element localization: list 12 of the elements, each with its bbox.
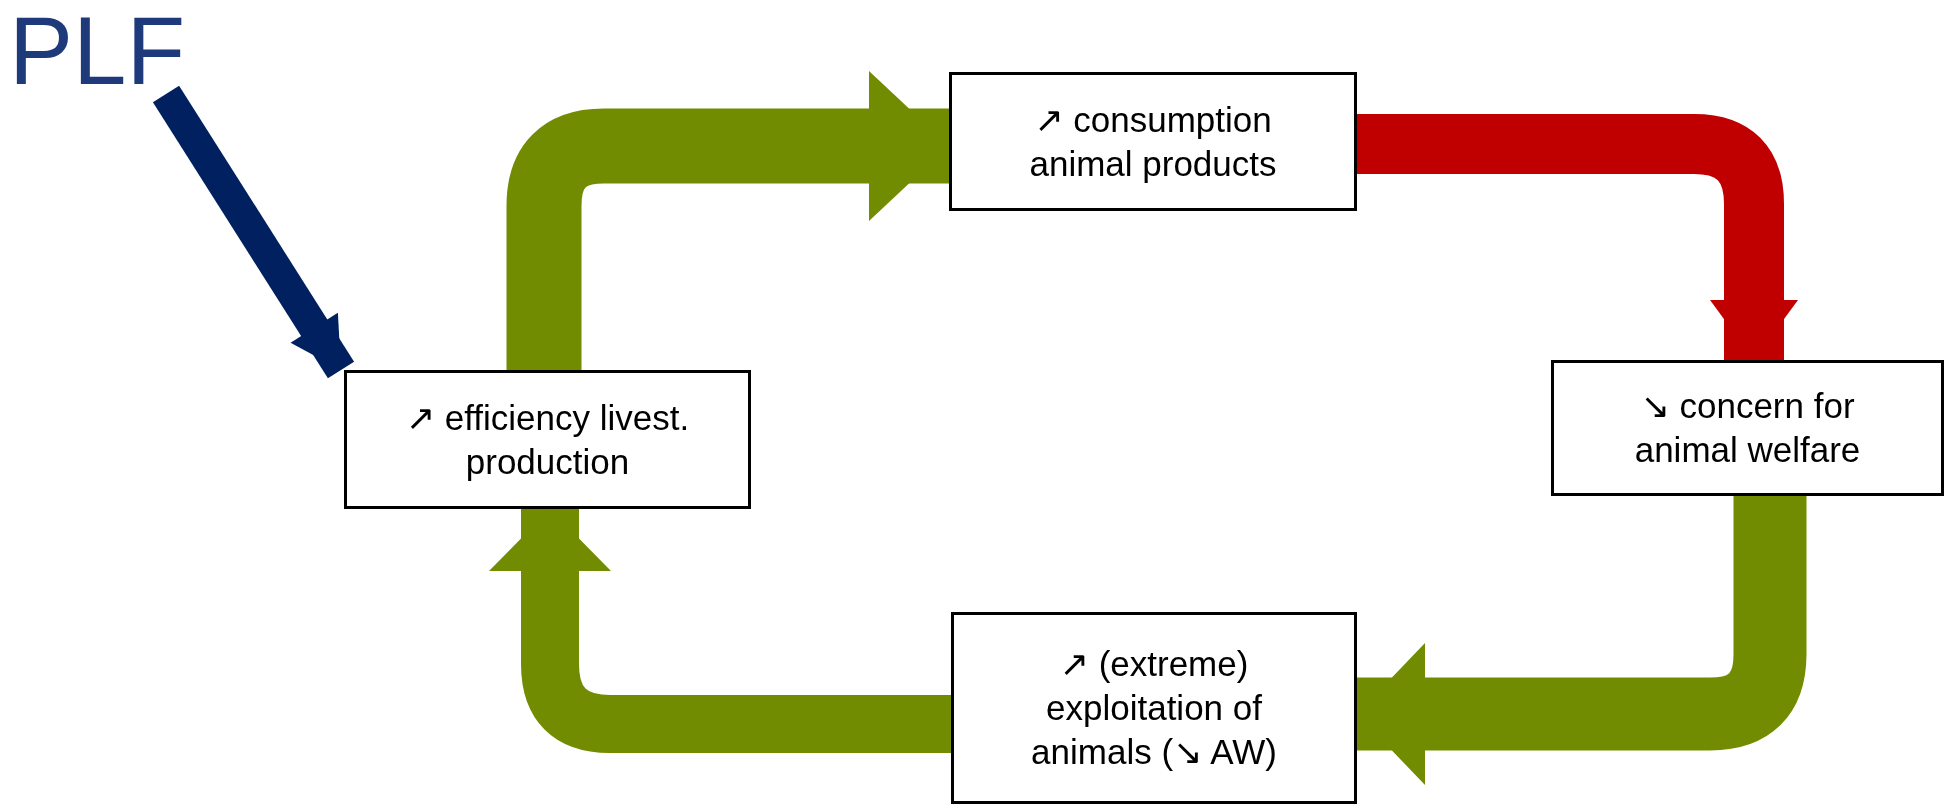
arrow xyxy=(152,85,355,379)
text-box xyxy=(344,370,751,509)
acronym-label: PLF xyxy=(8,3,186,99)
arrow xyxy=(489,509,951,753)
box-text: ↗ consumption animal products xyxy=(1028,98,1278,185)
box-text: ↘ concern for animal welfare xyxy=(1633,385,1862,471)
text-box xyxy=(951,612,1357,804)
box-text: ↗ efficiency livest. production xyxy=(404,396,691,483)
text-box xyxy=(949,72,1357,211)
text-box xyxy=(1551,360,1944,496)
arrow xyxy=(1357,114,1798,360)
box-text: ↗ (extreme) exploitation of animals (↘ AW) xyxy=(1030,643,1278,773)
